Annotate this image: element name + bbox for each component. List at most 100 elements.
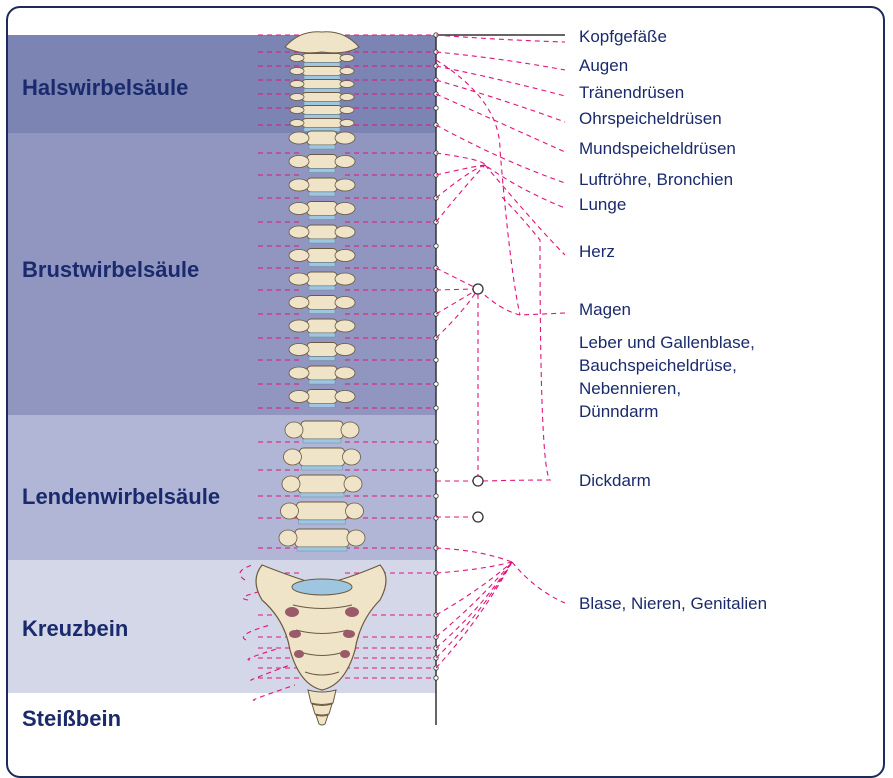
- vertebra-process: [340, 55, 354, 62]
- intervertebral-disc: [309, 286, 335, 290]
- organ-label-salivary-glands: Mundspeicheldrüsen: [579, 137, 736, 160]
- intervertebral-disc: [309, 239, 335, 243]
- organ-label-lung: Lunge: [579, 193, 626, 216]
- vertebra-process: [335, 344, 355, 356]
- axis-dot: [434, 406, 438, 410]
- vertebra-process: [289, 156, 309, 168]
- vertebra: [307, 249, 337, 263]
- organ-label-colon: Dickdarm: [579, 469, 651, 492]
- vertebra: [297, 502, 348, 520]
- vertebra-process: [346, 503, 364, 519]
- vertebra-process: [284, 449, 302, 465]
- intervertebral-disc: [309, 145, 335, 149]
- intervertebral-disc: [309, 192, 335, 196]
- axis-dot: [434, 358, 438, 362]
- vertebra-process: [335, 250, 355, 262]
- intervertebral-disc: [304, 76, 340, 80]
- vertebra-process: [289, 273, 309, 285]
- vertebra-process: [335, 320, 355, 332]
- organ-connector: [436, 289, 478, 338]
- axis-dot: [434, 494, 438, 498]
- organ-label-heart: Herz: [579, 240, 615, 263]
- organ-connector: [436, 562, 512, 637]
- vertebra-process: [289, 132, 309, 144]
- vertebra-process: [289, 320, 309, 332]
- organ-label-stomach: Magen: [579, 298, 631, 321]
- ganglion-thoracic: [473, 284, 483, 294]
- vertebra-process: [289, 250, 309, 262]
- organ-connector: [436, 80, 565, 122]
- vertebra-process: [290, 68, 304, 75]
- organ-label-line: Dünndarm: [579, 400, 755, 423]
- vertebra-process: [290, 107, 304, 114]
- vertebra: [307, 296, 337, 310]
- organ-connector: [436, 52, 565, 70]
- vertebra-process: [285, 422, 303, 438]
- vertebra-process: [290, 81, 304, 88]
- intervertebral-disc: [300, 493, 344, 497]
- vertebra-process: [289, 344, 309, 356]
- vertebra-process: [335, 156, 355, 168]
- intervertebral-disc: [309, 404, 335, 408]
- vertebra-process: [279, 530, 297, 546]
- ganglion-lumbar-upper: [473, 476, 483, 486]
- organ-connector: [478, 289, 565, 315]
- region-label-lumbar: Lendenwirbelsäule: [22, 484, 220, 510]
- vertebra: [302, 80, 342, 89]
- vertebra: [307, 155, 337, 169]
- vertebra-process: [335, 179, 355, 191]
- axis-dot: [434, 244, 438, 248]
- organ-connector: [436, 94, 565, 152]
- intervertebral-disc: [303, 439, 341, 443]
- intervertebral-disc: [302, 466, 343, 470]
- organ-connector: [436, 562, 512, 648]
- vertebra: [301, 421, 343, 439]
- vertebra: [302, 93, 342, 102]
- vertebra-process: [344, 476, 362, 492]
- vertebra: [300, 448, 345, 466]
- organ-label-bladder-kidneys-genitals: Blase, Nieren, Genitalien: [579, 592, 767, 615]
- intervertebral-disc: [297, 547, 347, 551]
- vertebra: [302, 119, 342, 128]
- intervertebral-disc: [309, 169, 335, 173]
- vertebra: [307, 272, 337, 286]
- vertebra-process: [335, 367, 355, 379]
- intervertebral-disc: [304, 115, 340, 119]
- axis-dot: [434, 676, 438, 680]
- organ-connector: [436, 165, 485, 222]
- organ-label-trachea: Luftröhre, Bronchien: [579, 168, 733, 191]
- organ-label-line: Bauchspeicheldrüse,: [579, 354, 755, 377]
- vertebra-process: [340, 120, 354, 127]
- vertebra: [295, 529, 349, 547]
- vertebra: [302, 54, 342, 63]
- organ-connector: [436, 562, 512, 615]
- vertebra-process: [282, 476, 300, 492]
- vertebra: [302, 67, 342, 76]
- organ-connector: [436, 289, 478, 314]
- vertebra-process: [341, 422, 359, 438]
- region-label-coccyx: Steißbein: [22, 706, 121, 732]
- organ-connector: [436, 60, 520, 315]
- intervertebral-disc: [304, 63, 340, 67]
- axis-dot: [434, 440, 438, 444]
- vertebra-process: [289, 226, 309, 238]
- organ-label-eyes: Augen: [579, 54, 628, 77]
- intervertebral-disc: [304, 102, 340, 106]
- vertebra-process: [335, 391, 355, 403]
- intervertebral-disc: [309, 263, 335, 267]
- vertebra-process: [335, 273, 355, 285]
- organ-connector: [436, 35, 565, 42]
- vertebra-process: [335, 297, 355, 309]
- organ-connector: [436, 562, 512, 573]
- vertebra-process: [290, 55, 304, 62]
- organ-label-lacrimal-glands: Tränendrüsen: [579, 81, 684, 104]
- organ-connector: [436, 268, 478, 289]
- vertebra: [307, 390, 337, 404]
- intervertebral-disc: [299, 520, 346, 524]
- vertebra: [307, 225, 337, 239]
- vertebra: [307, 178, 337, 192]
- vertebra: [307, 202, 337, 216]
- vertebra-process: [289, 203, 309, 215]
- intervertebral-disc: [304, 89, 340, 93]
- vertebra-process: [289, 391, 309, 403]
